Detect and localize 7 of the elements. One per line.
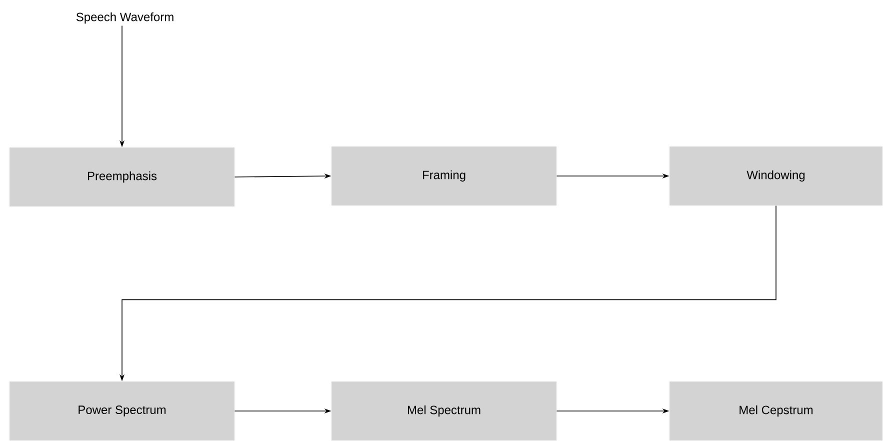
label-text: Speech Waveform xyxy=(76,12,174,24)
process-box: Power Spectrum xyxy=(10,381,234,440)
process-box: Mel Spectrum xyxy=(332,381,556,440)
process-box: Windowing xyxy=(670,146,882,206)
process-box: Framing xyxy=(332,146,556,206)
process-box: Preemphasis xyxy=(10,148,234,206)
process-box: Mel Cepstrum xyxy=(670,381,882,440)
